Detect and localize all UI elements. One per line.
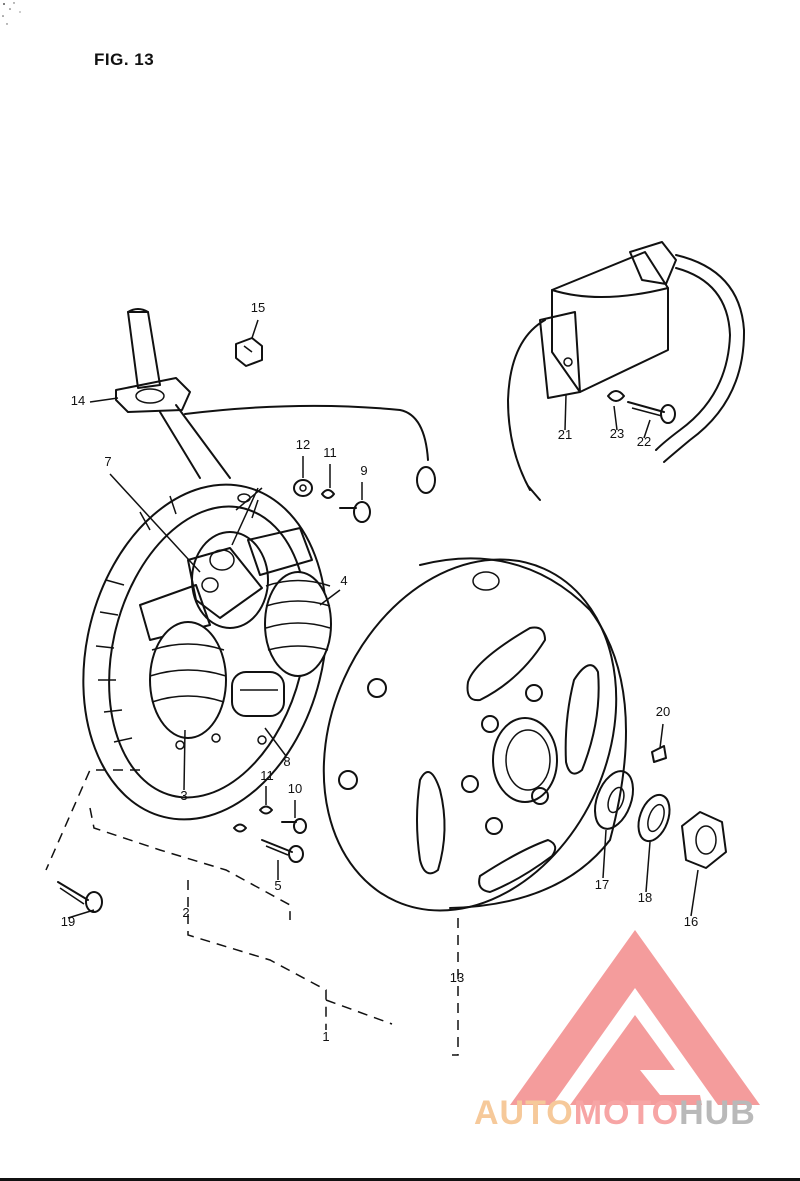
callout-9: 9 <box>360 463 367 478</box>
key-part-20 <box>651 745 667 763</box>
callout-11: 11 <box>260 768 274 783</box>
callout-23: 23 <box>610 426 624 441</box>
ignition-coil-part-21 <box>507 241 746 501</box>
flywheel-rotor-part-13 <box>322 557 627 912</box>
callout-22: 22 <box>637 434 651 449</box>
automotohub-logo-icon <box>510 930 760 1105</box>
callout-1: 1 <box>322 1029 329 1044</box>
callout-5: 5 <box>274 878 281 893</box>
nut-part-16 <box>681 811 727 869</box>
stator-plate-assembly <box>82 308 436 821</box>
lockwasher-part-11 <box>321 489 335 499</box>
lockwasher-part-11-lower <box>259 805 273 815</box>
callout-labels: 15 14 12 11 9 7 4 3 8 11 10 5 2 19 1 13 17 18 16 20 21 23 22 <box>61 300 698 1044</box>
lockwasher-small <box>233 823 247 833</box>
watermark-part-auto: AUTO <box>474 1094 574 1132</box>
callout-16: 16 <box>684 914 698 929</box>
watermark-part-hub: HUB <box>679 1094 756 1132</box>
screw-part-19 <box>57 881 103 913</box>
lockwasher-part-18 <box>637 793 671 843</box>
wire-harness-tube <box>127 311 161 389</box>
callout-21: 21 <box>558 427 572 442</box>
ring-terminal <box>416 466 436 494</box>
callout-19: 19 <box>61 914 75 929</box>
watermark-part-moto: MOTO <box>573 1094 680 1132</box>
screw-part-22 <box>627 401 676 424</box>
stator-back-plate <box>82 483 328 821</box>
screw-part-10 <box>281 818 307 834</box>
grommet-part-14 <box>115 377 191 413</box>
screw-part-9 <box>339 501 371 523</box>
callout-3: 3 <box>180 788 187 803</box>
contact-breaker <box>187 547 263 619</box>
figure-title: FIG. 13 <box>94 50 155 69</box>
coil-part-4 <box>247 527 332 677</box>
nut-part-15 <box>235 337 263 367</box>
callout-18: 18 <box>638 890 652 905</box>
scan-speckle <box>2 2 21 25</box>
callout-11: 11 <box>323 445 337 460</box>
watermark-text: AUTOMOTOHUB <box>474 1096 756 1130</box>
coil-part-8 <box>231 671 285 717</box>
coil-part-3 <box>139 584 227 739</box>
callout-4: 4 <box>340 573 347 588</box>
assembly-brackets <box>45 769 459 1056</box>
callout-17: 17 <box>595 877 609 892</box>
screw-part-5 <box>261 839 304 863</box>
callout-14: 14 <box>71 393 85 408</box>
callout-8: 8 <box>283 754 290 769</box>
ground-wire <box>184 404 429 461</box>
washer-part-23 <box>607 390 625 402</box>
callout-12: 12 <box>296 437 310 452</box>
washer-part-17 <box>594 770 634 830</box>
callout-2: 2 <box>182 905 189 920</box>
bottom-border <box>0 1178 800 1181</box>
callout-13: 13 <box>450 970 464 985</box>
callout-15: 15 <box>251 300 265 315</box>
leader-lines <box>67 319 699 919</box>
washer-part-12 <box>293 479 313 497</box>
callout-7: 7 <box>104 454 111 469</box>
callout-20: 20 <box>656 704 670 719</box>
callout-10: 10 <box>288 781 302 796</box>
